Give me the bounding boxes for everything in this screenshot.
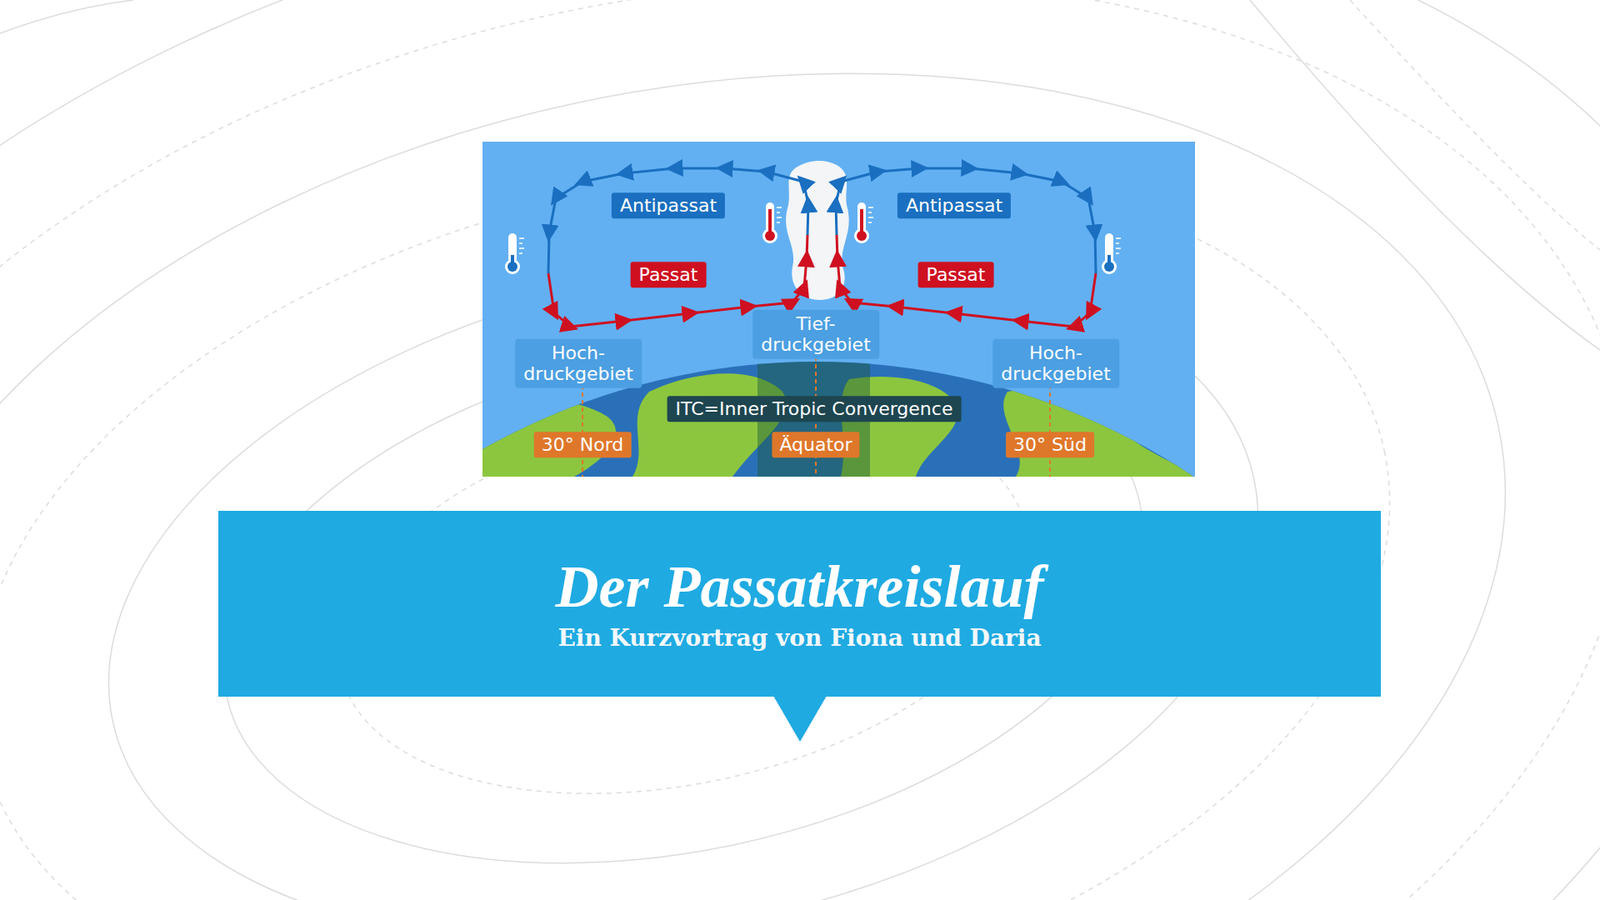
title-text: Der Passatkreislauf	[555, 554, 1044, 620]
latitude-label: 30° Süd	[1005, 431, 1095, 458]
wind-label: Passat	[630, 261, 707, 288]
pressure-box: Tief- druckgebiet	[752, 310, 880, 360]
label-text: Passat	[926, 264, 986, 285]
diagram-panel: Antipassat AntipassatPassat PassatTief- dr…	[482, 141, 1195, 477]
thermometers	[505, 202, 1121, 275]
pointer-triangle	[773, 695, 827, 742]
pressure-box: Hoch- druckgebiet	[992, 339, 1120, 389]
label-text: Antipassat	[620, 195, 717, 216]
latitude-label: 30° Nord	[534, 431, 632, 458]
title-banner: Der PassatkreislaufEin Kurzvortrag von F…	[218, 510, 1381, 697]
circulation-loop	[548, 168, 809, 327]
label-text: Hoch- druckgebiet	[523, 342, 634, 385]
circulation-loop	[835, 168, 1096, 327]
label-text: 30° Süd	[1013, 434, 1087, 455]
pressure-box: Hoch- druckgebiet	[515, 339, 642, 389]
label-text: Passat	[639, 264, 699, 285]
label-text: Antipassat	[905, 195, 1003, 216]
itc-label: ITC=Inner Tropic Convergence	[667, 395, 962, 422]
label-text: ITC=Inner Tropic Convergence	[675, 398, 954, 420]
label-text: Hoch- druckgebiet	[1000, 342, 1111, 385]
label-text: 30° Nord	[541, 434, 625, 455]
wind-label: Antipassat	[611, 192, 725, 219]
subtitle-text: Ein Kurzvortrag von Fiona und Daria	[557, 623, 1041, 654]
wind-label: Passat	[918, 261, 995, 288]
latitude-label: Äquator	[771, 431, 860, 458]
label-text: Tief- druckgebiet	[760, 313, 871, 356]
wind-label: Antipassat	[897, 192, 1011, 219]
label-text: Äquator	[779, 434, 852, 455]
